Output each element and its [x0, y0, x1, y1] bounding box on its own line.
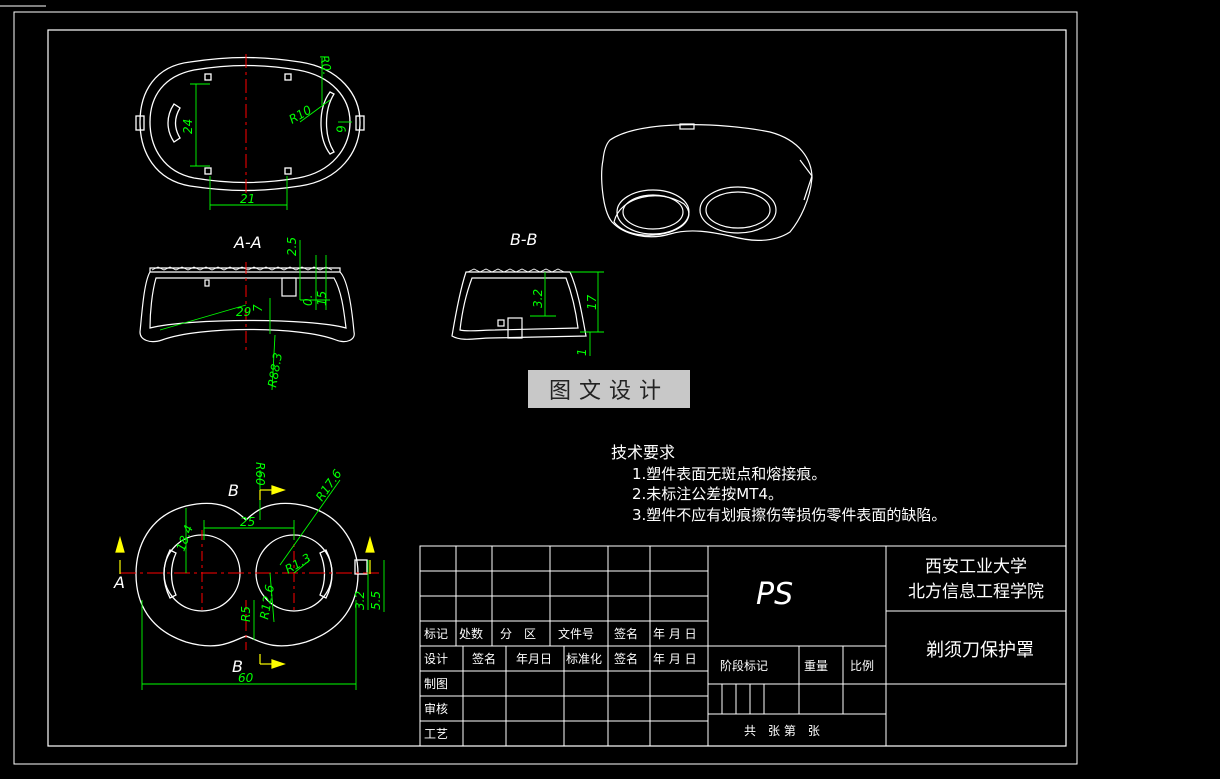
tb-date3: 年 月 日 [653, 652, 697, 666]
tb-date2: 年月日 [516, 652, 552, 666]
dim-bottom-r60: R60 [253, 462, 267, 486]
tech-title: 技术要求 [611, 443, 675, 462]
tb-mark: 标记 [424, 627, 448, 641]
section-aa-hatch [151, 266, 333, 271]
section-bb-hatch [467, 268, 565, 273]
tb-stage: 阶段标记 [720, 658, 768, 673]
outer-border [13, 11, 1078, 765]
dim-bottom-r5: R5 [239, 606, 253, 622]
tech-item-1: 1.塑件表面无斑点和熔接痕。 [632, 465, 826, 483]
tb-docno: 文件号 [558, 626, 594, 641]
tb-drawing: 制图 [424, 677, 448, 691]
section-bb [451, 271, 587, 340]
section-bb-dims [530, 271, 604, 356]
dim-top-21: 21 [240, 192, 255, 206]
section-arrows [115, 485, 375, 669]
dim-bottom-60: 60 [238, 671, 254, 685]
dim-bottom-3-2: 3.2 [353, 591, 367, 610]
dim-top-6: 6 [333, 124, 348, 134]
tech-item-2: 2.未标注公差按MT4。 [632, 485, 783, 503]
dim-bottom-18: 18.4 [174, 523, 196, 553]
dim-aa-0: 0. [301, 295, 315, 306]
dim-bb-3-2: 3.2 [531, 289, 545, 308]
tb-sign1: 签名 [614, 626, 638, 641]
dim-aa-7: 7 [251, 304, 265, 312]
dim-aa-r88: R88.3 [265, 352, 285, 389]
dim-bottom-r17: R17.6 [313, 467, 345, 504]
tb-scale: 比例 [850, 659, 874, 673]
school-line1: 西安工业大学 [925, 557, 1027, 577]
tb-zone: 分 区 [500, 627, 536, 641]
dim-aa-29: 29 [236, 305, 251, 319]
tb-design: 设计 [424, 652, 448, 666]
tb-sign2: 签名 [472, 651, 496, 666]
tb-count: 处数 [459, 626, 483, 641]
tb-sign3: 签名 [614, 651, 638, 666]
dim-top-24: 24 [181, 119, 195, 134]
tech-item-3: 3.塑件不应有划痕擦伤等损伤零件表面的缺陷。 [632, 506, 946, 524]
dim-bottom-25: 25 [240, 515, 255, 529]
top-view-dims [190, 58, 352, 210]
iso-view [601, 123, 813, 241]
dim-bb-17: 17 [585, 294, 599, 310]
tb-sheets: 共 张 第 张 [744, 724, 820, 738]
dim-bb-1: 1 [575, 348, 589, 356]
title-block-grid [419, 545, 1067, 747]
arrow-a-label: A [113, 573, 125, 592]
section-bb-label: B-B [510, 230, 537, 249]
tb-weight: 重量 [804, 659, 828, 673]
arrow-b-top-label: B [228, 481, 239, 500]
dim-aa-2-5: 2.5 [285, 237, 299, 256]
dim-bottom-r12: R12.6 [257, 583, 277, 620]
tb-process: 工艺 [424, 727, 448, 741]
dim-bottom-5-5: 5.5 [369, 591, 383, 610]
arrow-b-bottom-label: B [232, 657, 243, 676]
dim-top-r10: R10 [287, 102, 315, 126]
dim-aa-15: 15 [315, 291, 329, 306]
tb-standard: 标准化 [566, 652, 602, 666]
watermark-label: 图文设计 [528, 370, 690, 408]
section-aa [139, 267, 355, 343]
dim-top-r0: R0. [317, 54, 334, 76]
material-label: PS [756, 577, 793, 612]
tb-date1: 年 月 日 [653, 627, 697, 641]
section-aa-dims [159, 240, 330, 391]
bottom-view-dims [141, 470, 385, 690]
section-aa-label: A-A [233, 233, 262, 252]
school-line2: 北方信息工程学院 [908, 582, 1044, 602]
top-view [135, 56, 365, 192]
part-name: 剃须刀保护罩 [926, 640, 1034, 661]
tb-review: 审核 [424, 701, 448, 716]
